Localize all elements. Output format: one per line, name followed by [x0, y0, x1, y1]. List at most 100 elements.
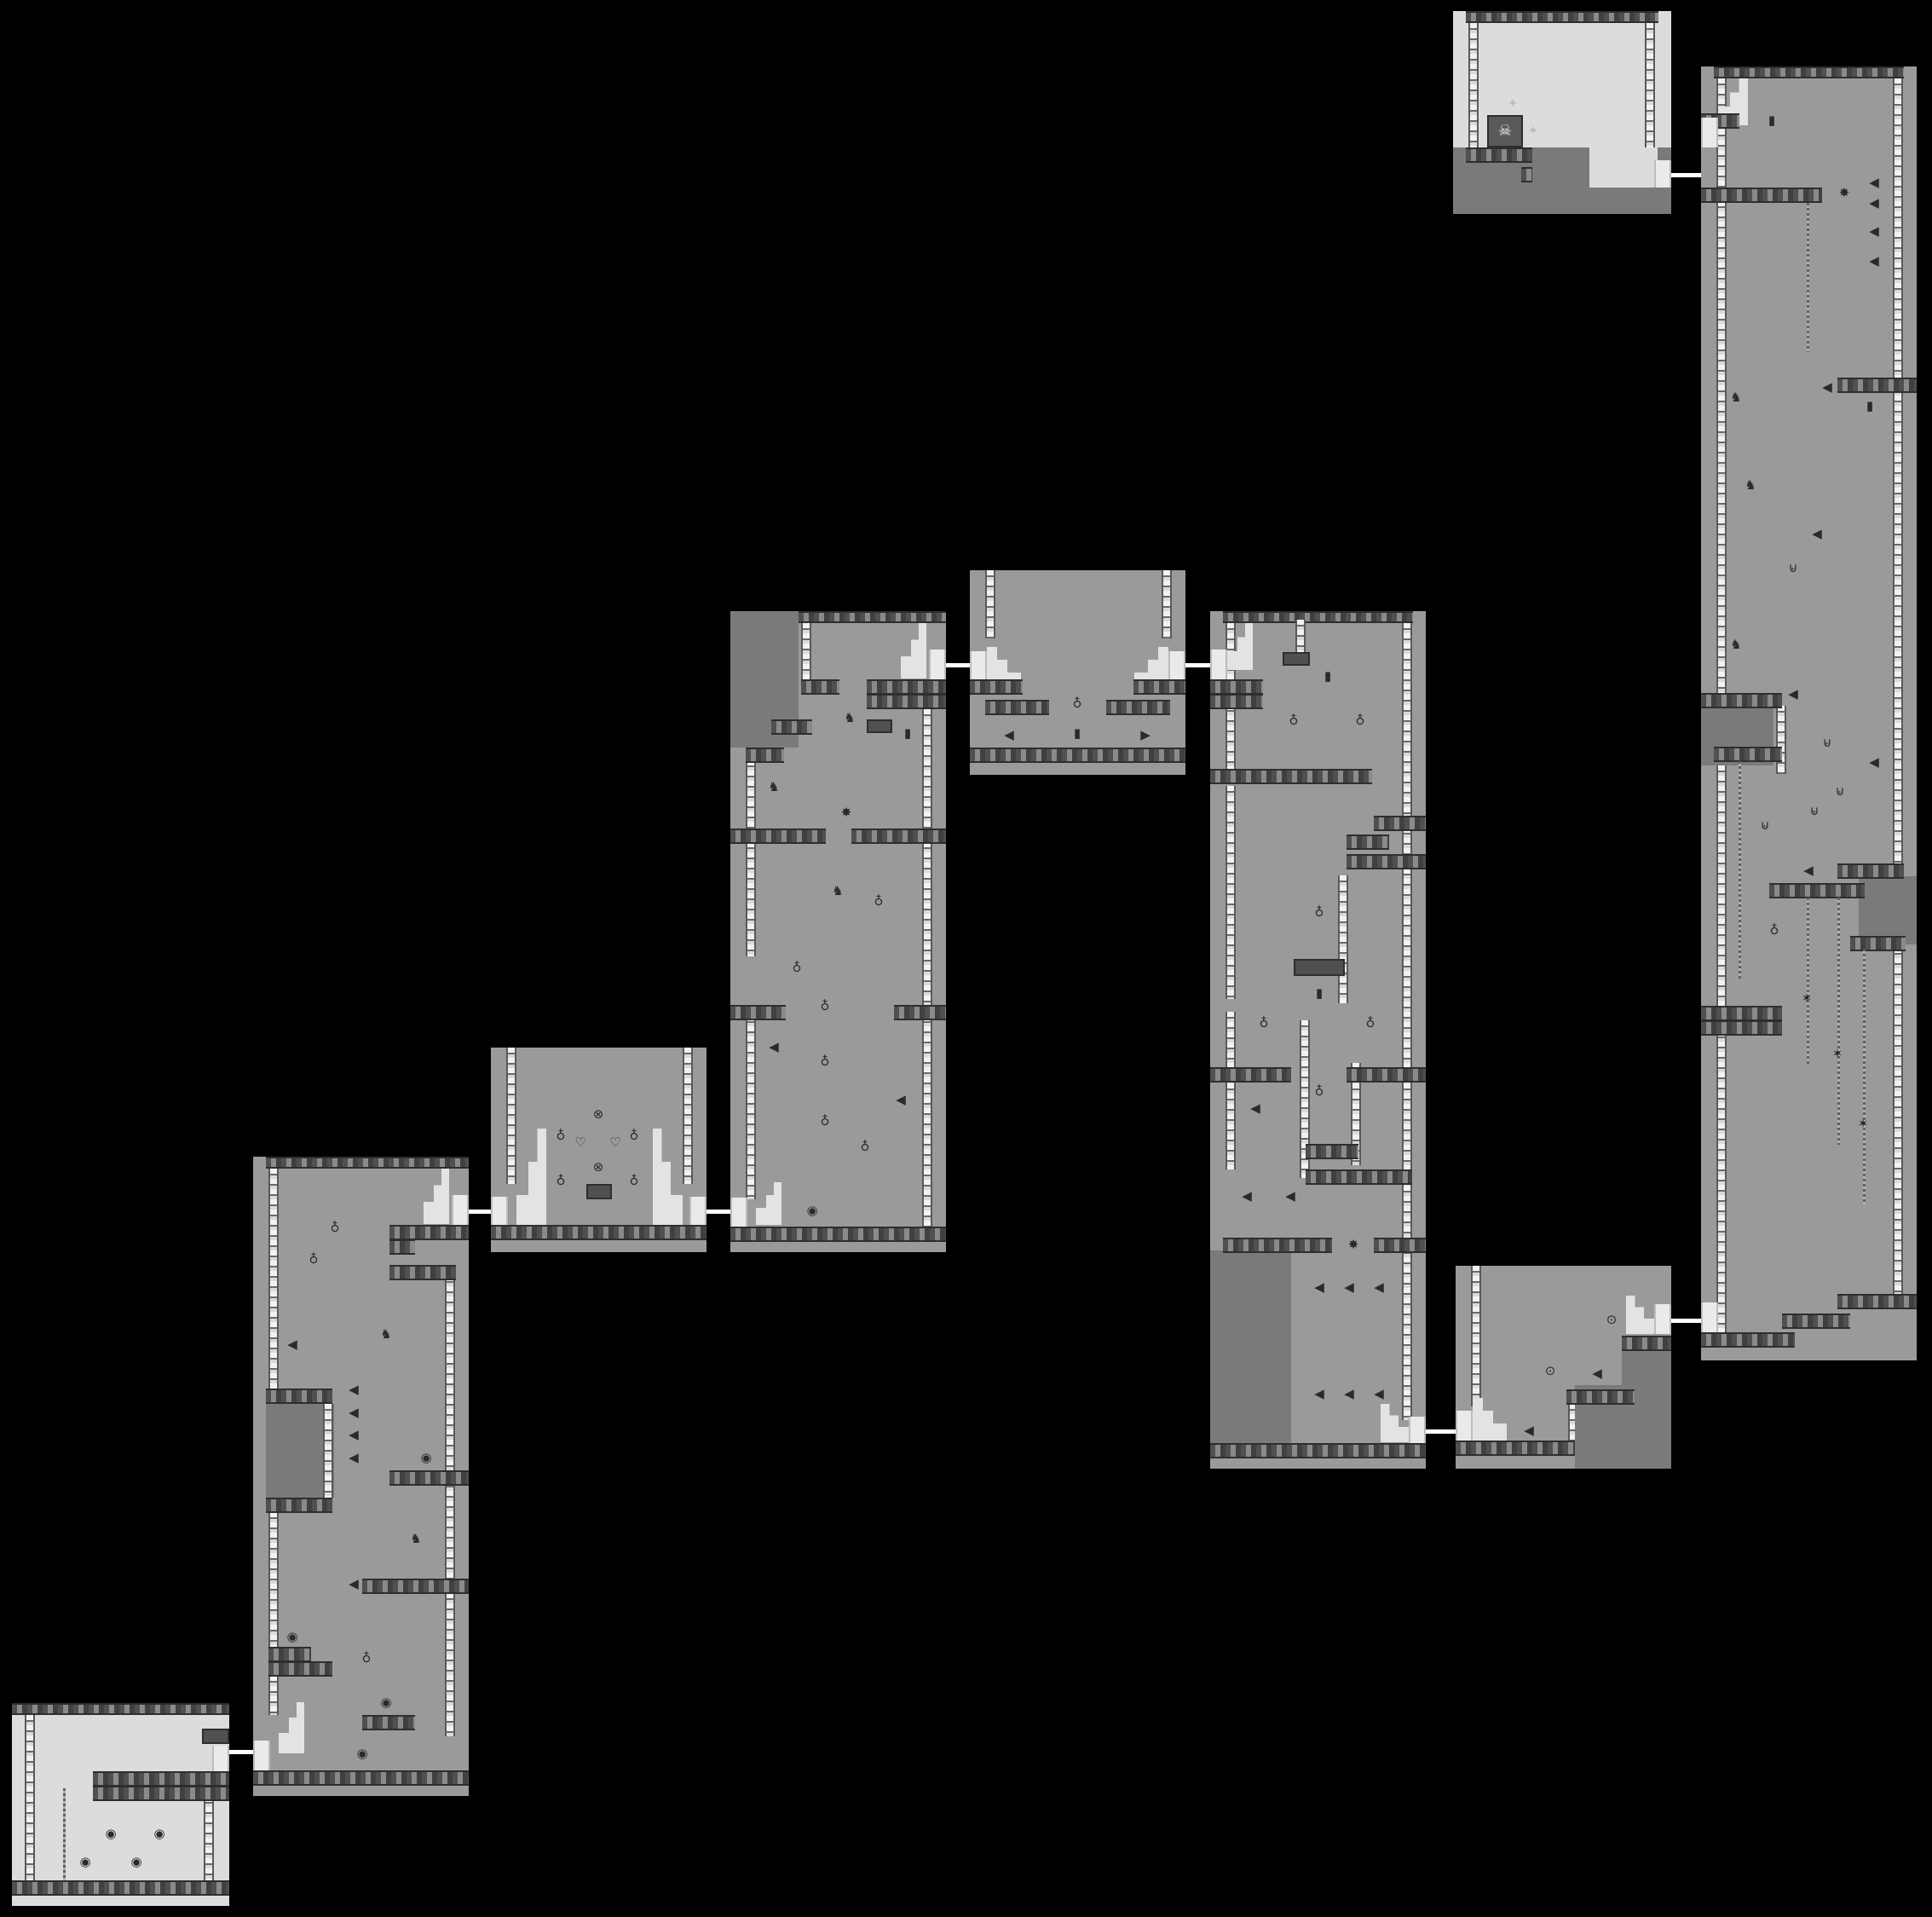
- boss-cage: [1487, 115, 1523, 147]
- door[interactable]: [491, 1197, 508, 1225]
- bird-enemy-icon: ◀: [1242, 1188, 1252, 1204]
- room-stair-chamber: ⊙ ⊙ ◀ ◀: [1456, 1266, 1671, 1469]
- bird-enemy-icon: ◀: [1250, 1100, 1260, 1116]
- ledge: [268, 1661, 332, 1677]
- pillar: [1300, 1020, 1310, 1178]
- star-icon: ✸: [840, 805, 852, 820]
- ledge: [1837, 378, 1917, 393]
- door[interactable]: [1456, 1411, 1473, 1441]
- ledge: [362, 1579, 469, 1594]
- flame-enemy-icon: ♁: [820, 1054, 830, 1069]
- floor: [1210, 1443, 1426, 1458]
- ledge: [1622, 1336, 1671, 1351]
- bird-enemy-icon: ◀: [1803, 863, 1814, 878]
- crystal-icon: ▮: [1073, 725, 1081, 741]
- pillar: [1468, 23, 1479, 151]
- door[interactable]: [452, 1195, 469, 1225]
- bird-enemy-icon: ◀: [1344, 1279, 1354, 1295]
- pillar: [268, 1502, 279, 1715]
- ledge: [970, 679, 1023, 695]
- pillar: [801, 623, 811, 691]
- flame-enemy-icon: ♁: [629, 1128, 639, 1143]
- bird-enemy-icon: ✶: [1801, 990, 1813, 1006]
- pillar: [1716, 78, 1727, 769]
- connector: [946, 663, 970, 667]
- room-boss: ☠ ✦ ✦: [1453, 11, 1671, 214]
- room-bridge: ♁ ◀ ▮ ▶: [970, 570, 1185, 775]
- flame-enemy-icon: ♁: [1769, 922, 1779, 938]
- door[interactable]: [212, 1746, 229, 1771]
- stairs: [901, 623, 926, 678]
- bird-enemy-icon: ◀: [1869, 754, 1879, 770]
- door[interactable]: [730, 1198, 747, 1227]
- ledge: [1837, 863, 1904, 879]
- stairs: [1473, 1398, 1507, 1441]
- flame-enemy-icon: ♁: [792, 960, 802, 975]
- ledge: [1466, 147, 1532, 163]
- pillar: [922, 709, 932, 1229]
- bird-enemy-icon: ◀: [349, 1405, 359, 1420]
- crystal-icon: ▮: [1866, 398, 1874, 413]
- floor: [491, 1225, 706, 1240]
- bird-enemy-icon: ◀: [1374, 1279, 1384, 1295]
- ledge: [894, 1005, 946, 1020]
- pedestal: [586, 1184, 612, 1199]
- door[interactable]: [1654, 160, 1671, 188]
- ledge: [1850, 936, 1906, 951]
- ledge: [1374, 1238, 1426, 1253]
- floor: [970, 748, 1185, 763]
- door[interactable]: [253, 1741, 270, 1770]
- hanging-chain: [1807, 203, 1809, 352]
- door[interactable]: [1409, 1417, 1426, 1443]
- pillar: [1162, 570, 1172, 638]
- bulb-enemy-icon: ◉: [356, 1746, 368, 1761]
- ledge: [1306, 1169, 1412, 1185]
- connector: [229, 1750, 253, 1754]
- room-start: ◉ ◉ ◉ ◉: [12, 1703, 229, 1906]
- door[interactable]: [929, 650, 946, 679]
- bird-enemy-icon: ◀: [896, 1092, 906, 1107]
- ceiling: [266, 1157, 469, 1169]
- door[interactable]: [1701, 118, 1718, 147]
- ledge: [1701, 188, 1822, 203]
- bird-enemy-icon: ◀: [1869, 223, 1879, 239]
- flame-enemy-icon: ♁: [1365, 1015, 1375, 1031]
- door[interactable]: [970, 651, 987, 679]
- flame-enemy-icon: ♁: [1314, 1083, 1324, 1099]
- bird-enemy-icon: ◀: [1869, 195, 1879, 211]
- door[interactable]: [1654, 1304, 1671, 1334]
- flame-enemy-icon: ♁: [556, 1173, 566, 1188]
- bird-enemy-icon: ◀: [1812, 526, 1822, 541]
- door[interactable]: [1168, 651, 1185, 679]
- hanging-chain: [1863, 949, 1866, 1204]
- ledge: [93, 1771, 229, 1787]
- connector: [469, 1210, 491, 1214]
- bulb-enemy-icon: ◉: [380, 1695, 392, 1710]
- ledge: [268, 1647, 311, 1662]
- flame-enemy-icon: ♁: [874, 893, 884, 909]
- star-icon: ✸: [1838, 185, 1850, 200]
- flame-enemy-icon: ♁: [1289, 713, 1299, 728]
- ledge: [1210, 694, 1263, 709]
- ceiling: [1714, 66, 1904, 78]
- stairs: [1626, 1296, 1656, 1334]
- bird-enemy-icon: ◀: [769, 1039, 779, 1054]
- bird-enemy-icon: ◀: [1374, 1386, 1384, 1401]
- crystal-icon: ▮: [1315, 985, 1324, 1001]
- door[interactable]: [1210, 650, 1227, 679]
- door[interactable]: [689, 1197, 706, 1225]
- rat-enemy-icon: ♞: [768, 779, 780, 794]
- crystal-icon: ⊌: [1809, 803, 1820, 818]
- hanging-chain: [1807, 898, 1809, 1064]
- room-tower-left: ♁ ♁ ♞ ◀ ◀ ◀ ◀ ◀ ◉ ♞ ◀ ◉ ♁ ◉ ◉: [253, 1157, 469, 1796]
- door[interactable]: [1701, 1302, 1718, 1332]
- ledge: [1837, 1294, 1917, 1309]
- pillar: [506, 1048, 516, 1184]
- ledge: [867, 679, 946, 695]
- flame-enemy-icon: ♁: [1259, 1015, 1269, 1031]
- heart-icon: ♡: [609, 1135, 621, 1150]
- ledge: [1347, 854, 1426, 869]
- bird-enemy-icon: ◀: [1869, 175, 1879, 190]
- bulb-enemy-icon: ◉: [105, 1826, 117, 1841]
- dark-wall: [1210, 1250, 1291, 1455]
